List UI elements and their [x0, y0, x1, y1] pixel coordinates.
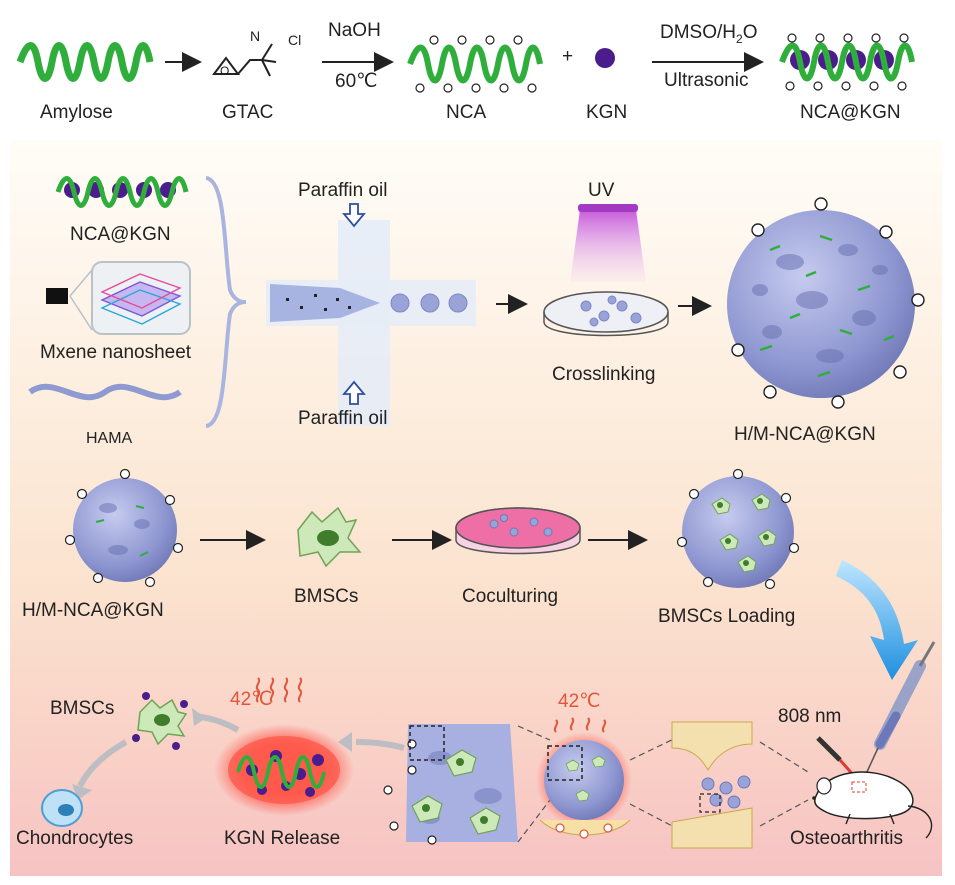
coculturing-label: Coculturing	[462, 586, 559, 607]
crosslinking-label: Crosslinking	[552, 364, 656, 385]
kgn-release-cluster	[214, 724, 354, 816]
hama-label: HAMA	[86, 430, 133, 447]
nca-kgn-complex	[779, 33, 915, 91]
bmsc-cell-icon	[297, 506, 362, 568]
hama-chain-icon	[28, 383, 182, 401]
hm-nca-kgn-label: H/M-NCA@KGN	[734, 424, 876, 445]
zoomed-hydrogel-surface	[383, 724, 518, 845]
heat-waves-left	[255, 677, 303, 703]
step1-temperature-label: 60℃	[335, 71, 378, 92]
temperature-mid-label: 42℃	[558, 691, 601, 712]
ingredient-nca-kgn-label: NCA@KGN	[70, 224, 171, 245]
step2-solvent-b: O	[742, 22, 758, 43]
row3-start-label: H/M-NCA@KGN	[22, 600, 164, 621]
ingredients-brace	[205, 176, 247, 428]
step2-solvent-label: DMSO/H2O	[660, 22, 757, 46]
oil-top-label: Paraffin oil	[298, 180, 388, 201]
nca-label: NCA	[446, 102, 487, 123]
step2-solvent-a: DMSO/H	[660, 22, 736, 43]
mxene-label: Mxene nanosheet	[40, 342, 192, 363]
laser-icon	[816, 736, 858, 779]
chondrocytes-label: Chondrocytes	[16, 828, 134, 849]
bmsc-loaded-microsphere	[676, 468, 800, 590]
bmscs-loading-label: BMSCs Loading	[658, 606, 796, 627]
mxene-nanosheet-icon	[46, 261, 191, 335]
uv-lamp	[570, 204, 646, 282]
arrow-to-chondrocytes	[77, 739, 128, 788]
row4-bmscs-label: BMSCs	[50, 698, 115, 719]
gtac-label: GTAC	[222, 102, 274, 123]
laser-wavelength-label: 808 nm	[778, 706, 842, 727]
gtac-nitrogen: N	[250, 28, 261, 44]
step1-reagent-label: NaOH	[328, 20, 381, 41]
kgn-release-label: KGN Release	[224, 828, 341, 849]
step2-solvent-sub: 2	[736, 31, 743, 46]
hm-heated-microsphere	[536, 717, 632, 839]
arrow-head-release	[338, 732, 352, 752]
uv-label: UV	[588, 180, 615, 201]
arrow-to-kgn-release	[355, 739, 405, 751]
coculture-dish	[455, 507, 581, 555]
plus-sign: +	[562, 46, 574, 67]
oil-bottom-label: Paraffin oil	[298, 408, 388, 429]
temperature-left-label: 42℃	[230, 689, 273, 710]
hm-nca-kgn-small-microsphere	[64, 468, 184, 588]
ingredient-nca-kgn-icon	[55, 176, 189, 208]
mouse-icon	[812, 771, 933, 839]
arrow-head-bmscs	[192, 708, 206, 726]
injection-flow-arrow	[836, 560, 918, 680]
joint-cavity-illustration	[671, 721, 753, 849]
gtac-chloride: Cl	[288, 32, 302, 48]
zoom-lines-2	[629, 735, 681, 831]
microfluidic-chip	[266, 220, 476, 426]
syringe-icon	[865, 641, 936, 775]
oil-inlet-top-arrow	[342, 203, 366, 228]
nca-kgn-label: NCA@KGN	[800, 102, 901, 123]
gtac-structure-icon	[212, 43, 277, 77]
nca-positive-charges	[415, 35, 537, 93]
nca-helix	[407, 44, 543, 84]
amylose-label: Amylose	[40, 102, 113, 123]
oil-inlet-bottom-arrow	[342, 380, 366, 405]
crosslinking-dish	[543, 291, 669, 337]
chondrocyte-icon	[41, 789, 83, 827]
bmscs-label: BMSCs	[294, 586, 359, 607]
epoxide-oxygen: O	[220, 64, 229, 78]
bmsc-release-cell-icon	[132, 692, 188, 750]
zoom-lines-3	[759, 741, 809, 827]
hm-nca-kgn-large-microsphere	[727, 197, 925, 409]
kgn-molecule-icon	[595, 48, 615, 68]
amylose-helix	[16, 42, 154, 82]
step2-method-label: Ultrasonic	[664, 70, 749, 91]
kgn-label: KGN	[586, 102, 628, 123]
osteoarthritis-label: Osteoarthritis	[790, 828, 903, 849]
